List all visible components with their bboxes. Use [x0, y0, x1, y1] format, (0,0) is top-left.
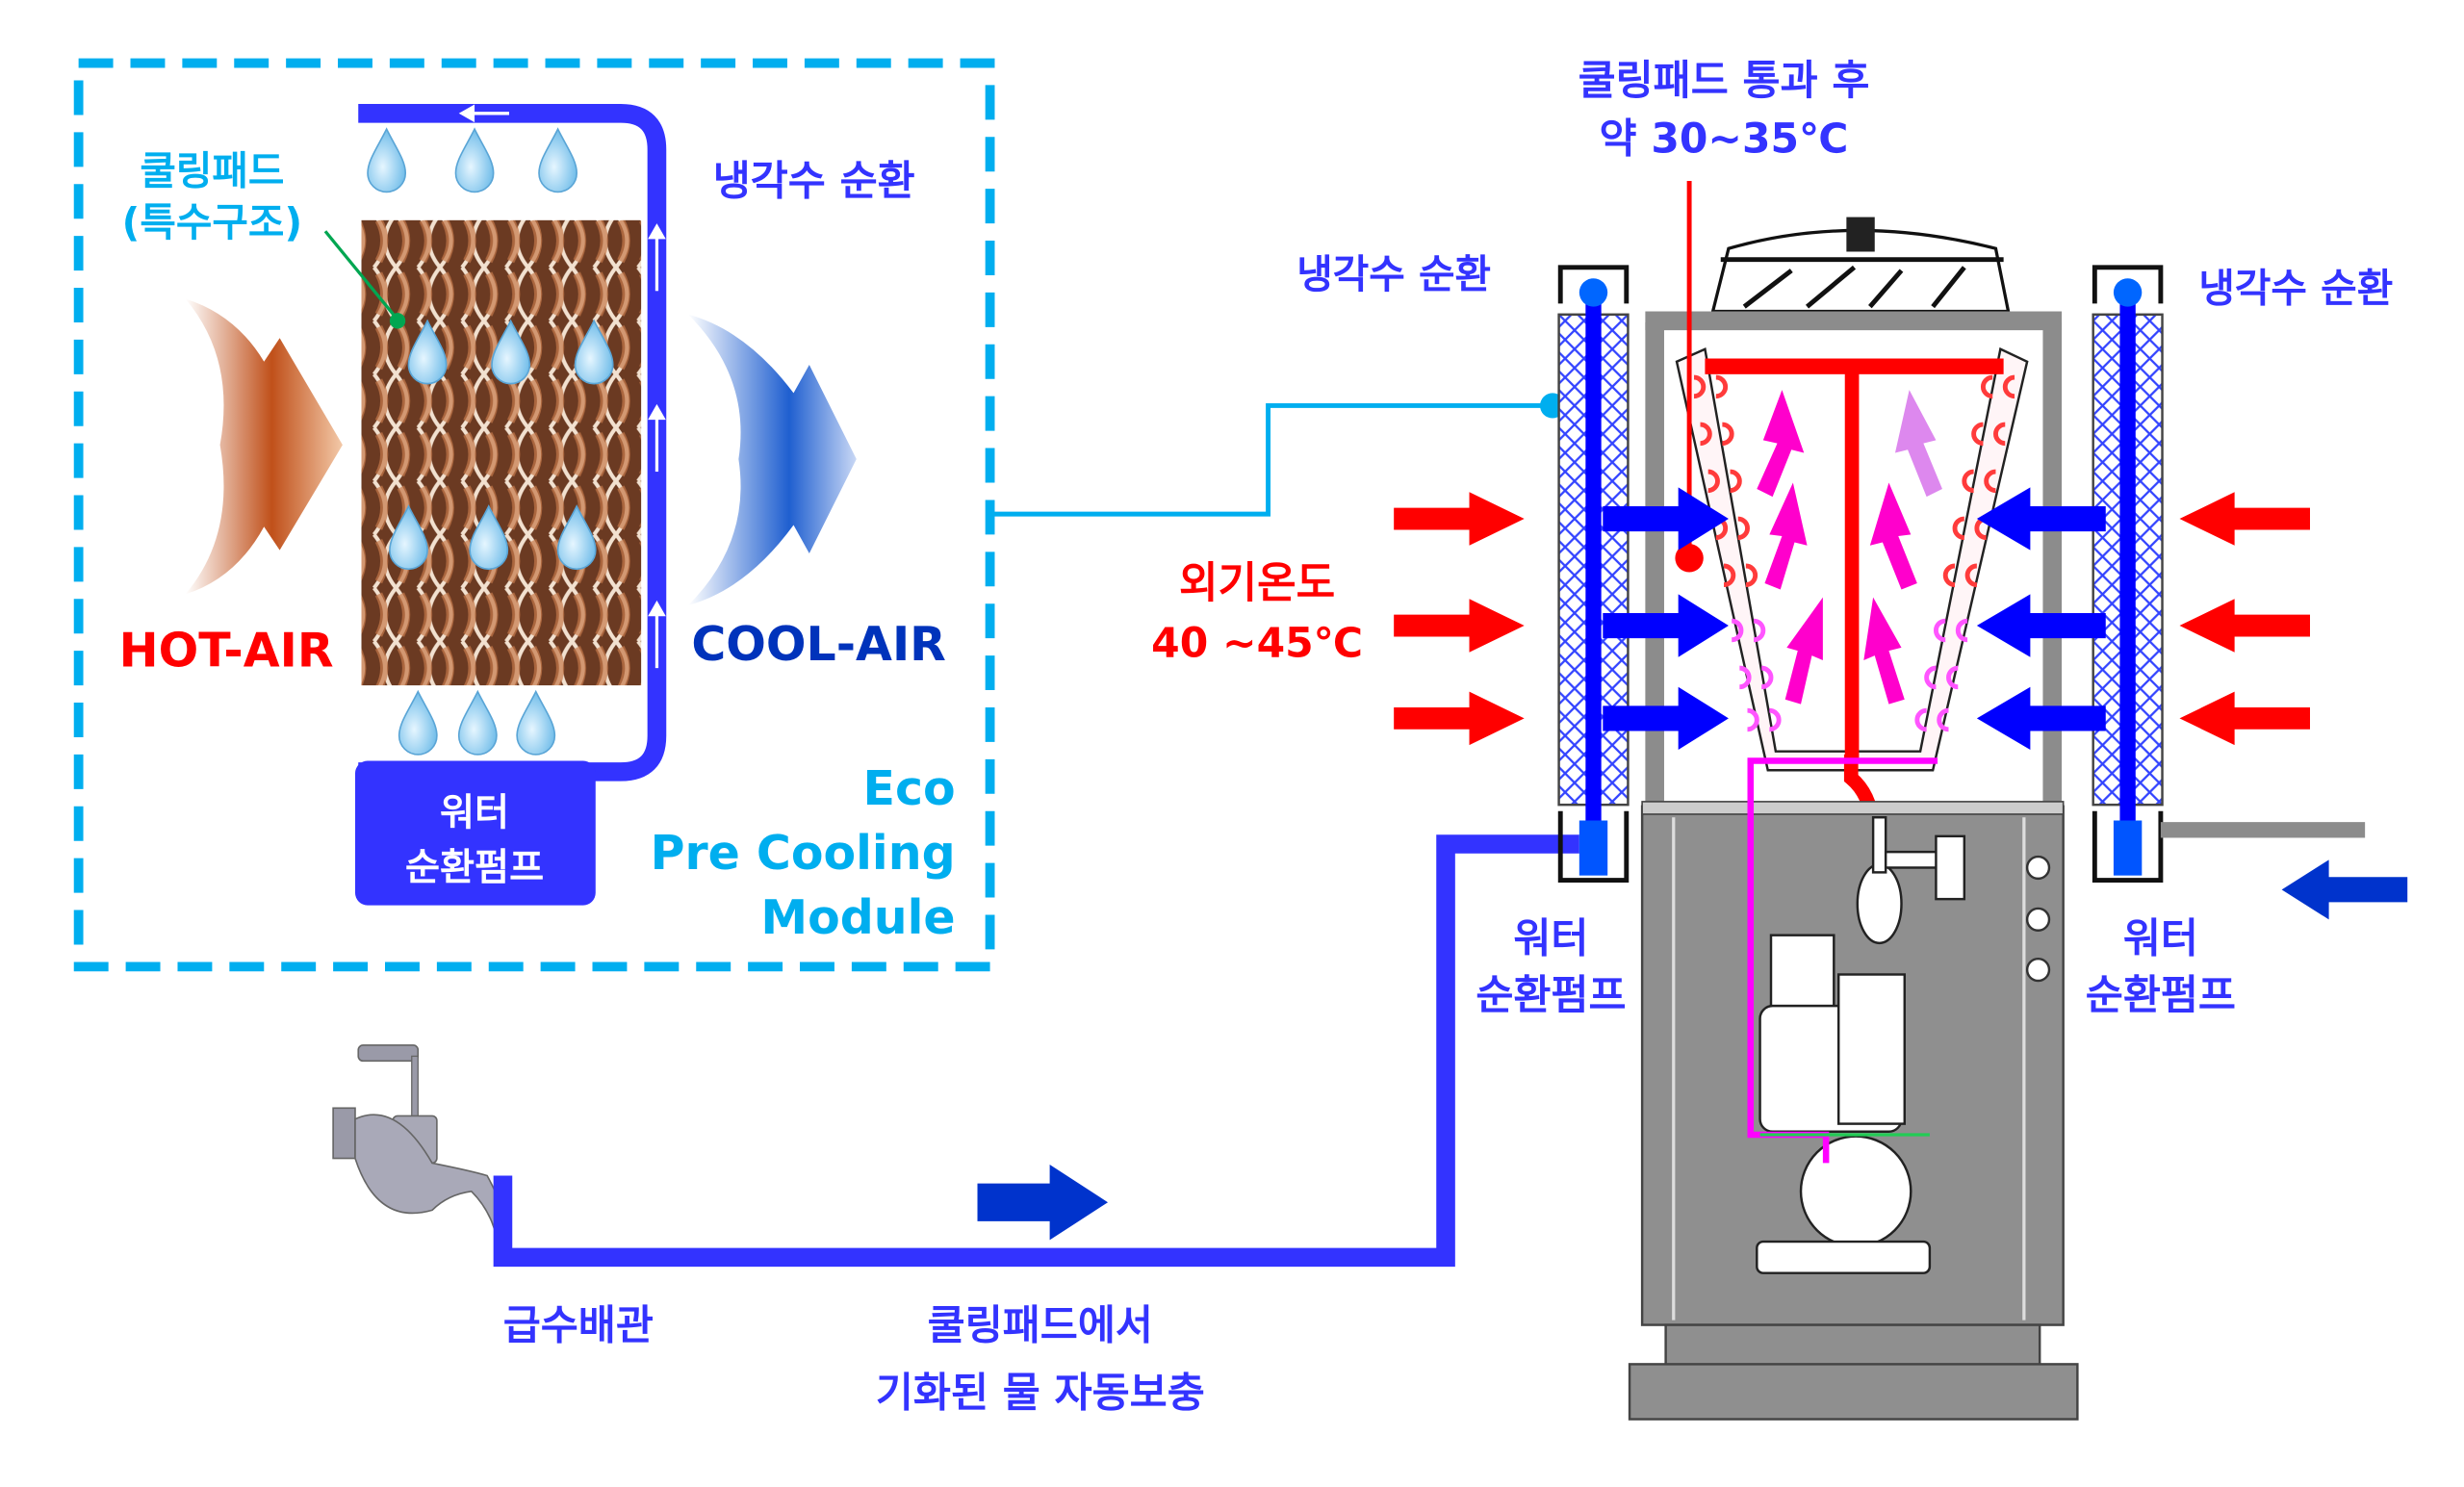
- hot-air-inlet-arrows-right: [2179, 492, 2310, 746]
- gauge-port-icon: [2025, 907, 2051, 933]
- module-title-line1: Eco: [863, 761, 956, 816]
- airflow-arrow-icon: [1757, 390, 1805, 498]
- water-drop-icon: [454, 128, 495, 193]
- hot-air-arrow-icon: [1394, 492, 1525, 546]
- airflow-arrow-icon: [1869, 482, 1917, 590]
- cooled-air-arrows-left: [1603, 487, 1729, 751]
- pre-cooling-module: 쿨링패드 (특수구조) 냉각수 순환 HOT-AIR COOL-AIR 워터 순…: [73, 58, 995, 972]
- unit-right-post: [2042, 321, 2063, 810]
- cooled-air-arrow-icon: [1976, 594, 2106, 657]
- unit-top-frame: [1645, 311, 2063, 331]
- cooling-pad-leader-line: [323, 230, 398, 320]
- supply-pipe: [493, 834, 1579, 1268]
- compressor-icon: [1756, 816, 1966, 1274]
- hot-air-arrow-icon: [2179, 691, 2310, 746]
- cabinet-plinth: [1628, 1363, 2079, 1421]
- pump-left-label-line2: 순환펌프: [1476, 972, 1626, 1019]
- hot-air-arrow-icon: [2179, 492, 2310, 546]
- supply-pipe-label: 급수배관: [503, 1302, 654, 1349]
- module-connector-line: [992, 403, 1553, 517]
- cooled-air-arrow-icon: [1976, 487, 2106, 551]
- hot-air-arrow-icon: [2179, 599, 2310, 653]
- right-supply-stub: [2160, 822, 2366, 838]
- coil-fins-right: [1942, 374, 2015, 588]
- v-coil-frame: [1675, 346, 2029, 772]
- after-pad-temp-label-line1: 쿨링패드 통과 후: [1578, 58, 1870, 105]
- refill-label-line1: 쿨링패드에서: [928, 1302, 1153, 1349]
- module-dashed-border: [73, 58, 995, 972]
- cooled-air-arrow-icon: [1603, 487, 1729, 551]
- pump-right-label-line2: 순환펌프: [2086, 972, 2236, 1019]
- cooled-air-arrows-right: [1976, 487, 2106, 751]
- discharge-riser-pipe: [1844, 366, 1860, 759]
- pump-right-label-line1: 워터: [2123, 916, 2198, 963]
- pump-left-label-line1: 워터: [1513, 916, 1588, 963]
- after-pad-temp-label-line2: 약 30~35℃: [1600, 116, 1849, 164]
- cooling-unit: 쿨링패드 통과 후 약 30~35℃ 냉각수 순환 냉각수 순환 외기온도 40…: [1151, 58, 2408, 1421]
- cooled-air-arrow-icon: [1603, 686, 1729, 751]
- water-drop-icon: [538, 128, 578, 193]
- module-coolant-circulation-label: 냉각수 순환: [713, 159, 915, 206]
- cabinet-top-rail: [1641, 801, 2065, 815]
- left-water-column: [1557, 265, 1630, 883]
- hot-air-arrow-icon: [1394, 691, 1525, 746]
- supply-flow-arrow-icon: [977, 1165, 1109, 1241]
- water-drop-icon: [367, 128, 407, 193]
- cooling-pad-image: [361, 219, 642, 686]
- hot-air-arrow-icon: [1394, 599, 1525, 653]
- hot-air-arrow-icon: [185, 298, 343, 595]
- refill-label-line2: 기화된 물 자동보충: [876, 1370, 1205, 1417]
- outdoor-temp-label-line2: 40 ~45℃: [1151, 621, 1363, 668]
- airflow-arrows: [1757, 390, 1942, 705]
- hot-air-label: HOT-AIR: [119, 624, 334, 679]
- cabinet-base: [1664, 1323, 2041, 1371]
- airflow-arrow-icon: [1894, 390, 1942, 498]
- module-pump-box: [354, 760, 596, 906]
- cooled-air-arrow-icon: [1976, 686, 2106, 751]
- water-drop-icon: [516, 690, 556, 756]
- airflow-arrow-icon: [1863, 597, 1905, 705]
- cooling-pad-leader-dot: [389, 313, 406, 329]
- airflow-arrow-icon: [1764, 482, 1808, 590]
- water-drop-icon: [398, 690, 438, 756]
- suction-pipe: [1747, 757, 1938, 1164]
- after-pad-leader-dot: [1675, 544, 1704, 573]
- cooling-pad-sublabel: (특수구조): [122, 199, 302, 245]
- module-pump-label-line2: 순환펌프: [405, 847, 544, 890]
- module-title-line3: Module: [760, 890, 955, 945]
- cooled-air-arrow-icon: [1603, 594, 1729, 657]
- right-supply-flow-arrow-icon: [2281, 859, 2408, 920]
- pipe-flow-arrows: [458, 104, 666, 669]
- right-water-column: [2092, 265, 2164, 883]
- fan-icon: [1710, 217, 2011, 314]
- module-pump-label-line1: 워터: [440, 791, 509, 834]
- airflow-arrow-icon: [1784, 597, 1823, 705]
- coolant-circulation-right-label: 냉각수 순환: [2198, 266, 2393, 312]
- gauge-port-icon: [2025, 855, 2051, 881]
- water-supply: 급수배관 쿨링패드에서 기화된 물 자동보충: [332, 834, 1579, 1417]
- coil-fins-right-lower: [1914, 618, 1968, 732]
- water-drop-icon: [457, 690, 498, 756]
- cooling-pad-label: 쿨링패드: [140, 147, 284, 193]
- cool-air-arrow-icon: [688, 314, 857, 605]
- outdoor-temp-label-line1: 외기온도: [1179, 559, 1335, 608]
- coil-fins-left-lower: [1731, 618, 1782, 732]
- hot-air-inlet-arrows-left: [1394, 492, 1525, 746]
- cool-air-label: COOL-AIR: [691, 617, 946, 672]
- gauge-port-icon: [2025, 957, 2051, 983]
- module-title-line2: Pre Cooling: [651, 826, 956, 881]
- unit-left-post: [1645, 321, 1664, 810]
- coolant-circulation-left-label: 냉각수 순환: [1296, 251, 1491, 297]
- faucet-icon: [332, 1044, 510, 1238]
